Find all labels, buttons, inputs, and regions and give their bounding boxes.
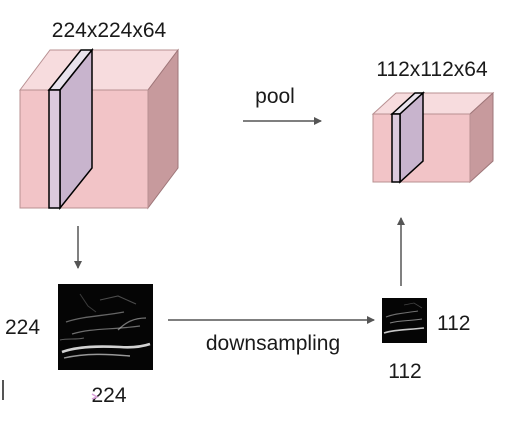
input-volume-dims: 224x224x64 bbox=[52, 19, 167, 42]
pink-mark-artifact bbox=[91, 393, 99, 400]
output-slice-height: 112 bbox=[388, 360, 421, 383]
output-slice-width: 112 bbox=[437, 312, 470, 335]
input-slice-front bbox=[48, 89, 61, 209]
output-volume-dims: 112x112x64 bbox=[376, 58, 488, 81]
input-slice-width: 224 bbox=[91, 384, 126, 407]
output-slice-image bbox=[382, 298, 427, 343]
input-slice-height: 224 bbox=[5, 316, 40, 339]
left-edge-artifact bbox=[2, 380, 4, 400]
input-volume-cube bbox=[19, 47, 179, 211]
output-slice-front bbox=[391, 113, 401, 183]
input-slice-image bbox=[58, 284, 153, 370]
pool-label: pool bbox=[255, 85, 295, 108]
downsampling-label: downsampling bbox=[206, 332, 340, 355]
output-volume-cube bbox=[371, 91, 495, 184]
